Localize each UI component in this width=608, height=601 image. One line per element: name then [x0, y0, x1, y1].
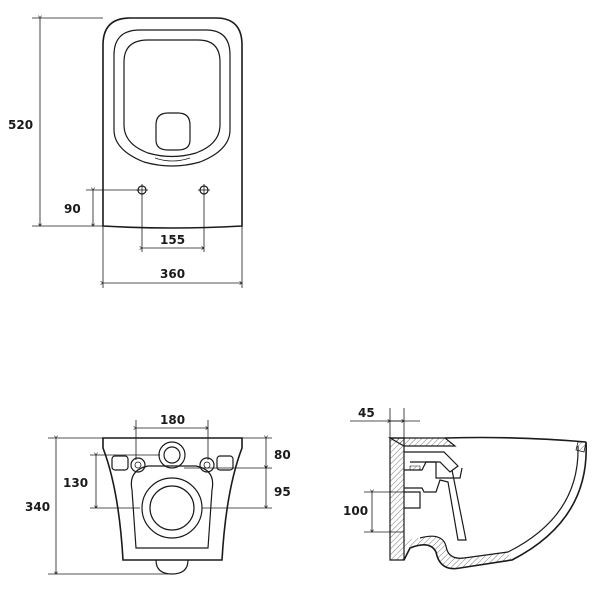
dim-130: 130	[63, 455, 160, 508]
rear-recess	[130, 465, 214, 549]
dim-155-label: 155	[160, 233, 185, 247]
bowl-top	[444, 436, 587, 443]
bowl-shell-outer	[403, 441, 587, 570]
dim-360: 360	[103, 226, 242, 288]
dim-360-label: 360	[160, 267, 185, 281]
rim-front	[575, 441, 587, 453]
dim-90-label: 90	[64, 202, 81, 216]
dim-100: 100	[343, 492, 420, 532]
dim-520: 520	[8, 18, 103, 226]
rear-foot	[155, 559, 189, 575]
fixing-lug-left	[111, 455, 146, 473]
dim-90: 90	[64, 190, 140, 226]
fixing-lug-right	[199, 455, 234, 473]
top-rim	[387, 437, 457, 447]
hinge-strip	[154, 157, 191, 162]
dim-180-label: 180	[160, 413, 185, 427]
outlet-duct	[404, 491, 421, 509]
dim-155: 155	[142, 196, 204, 252]
dim-180: 180	[136, 413, 208, 460]
bowl-opening	[155, 112, 191, 151]
bowl-base-section	[404, 536, 512, 569]
outlet-outer	[141, 477, 203, 539]
dim-95: 95	[202, 468, 291, 508]
inner-rib	[409, 465, 421, 471]
dim-130-label: 130	[63, 476, 88, 490]
rear-view: 180 340 130 80 95	[25, 413, 291, 575]
top-view-outline	[102, 17, 243, 229]
mounting-hole-right	[198, 184, 210, 196]
dim-340-label: 340	[25, 500, 50, 514]
dim-80: 80	[184, 438, 291, 468]
wall-plate	[389, 437, 405, 561]
seat-inner	[123, 39, 221, 158]
trap-channel-2	[404, 469, 467, 541]
inlet-inner	[163, 446, 181, 464]
dim-45: 45	[350, 406, 420, 438]
dim-100-label: 100	[343, 504, 368, 518]
dim-45-label: 45	[358, 406, 375, 420]
rear-view-outline	[102, 437, 243, 561]
inlet-duct	[404, 451, 459, 473]
top-view: 520 90 155 360	[8, 17, 243, 288]
seat-outer	[113, 29, 231, 167]
dim-340: 340	[25, 438, 170, 574]
dim-95-label: 95	[274, 485, 291, 499]
outlet-inner	[149, 485, 195, 531]
side-view: 45 100	[343, 406, 587, 570]
inlet-outer	[158, 441, 186, 469]
dim-520-label: 520	[8, 118, 33, 132]
dim-80-label: 80	[274, 448, 291, 462]
